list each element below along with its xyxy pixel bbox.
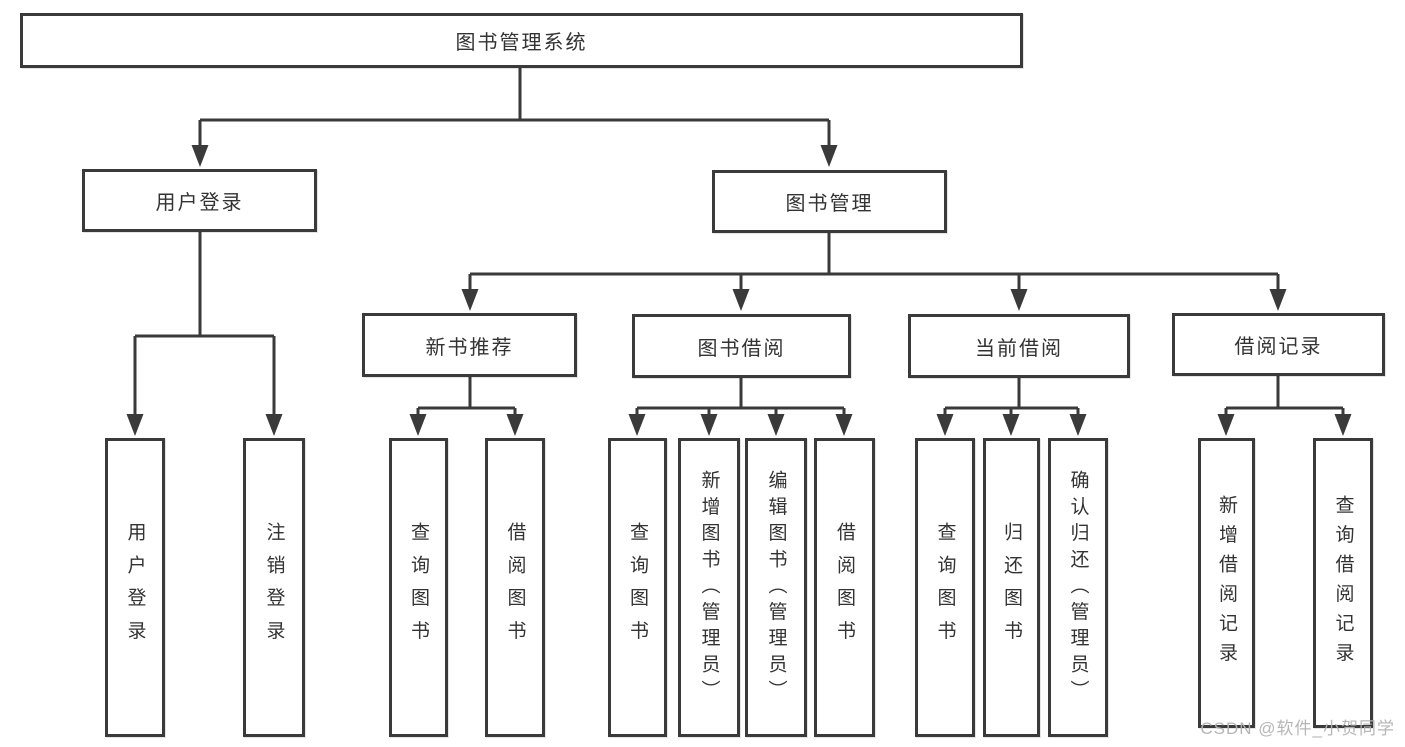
leaf-label: 查询图书 <box>934 522 956 653</box>
leaf-query-books-current: 查询图书 <box>915 438 975 737</box>
node-library-management-system: 图书管理系统 <box>20 13 1023 68</box>
node-current-borrowing: 当前借阅 <box>908 314 1130 378</box>
node-book-management: 图书管理 <box>712 170 947 233</box>
leaf-return-books: 归还图书 <box>983 438 1040 737</box>
leaf-label: 编辑图书（管理员） <box>765 469 787 706</box>
leaf-label: 新增借阅记录 <box>1216 494 1237 672</box>
leaf-label: 查询借阅记录 <box>1332 494 1354 672</box>
leaf-label: 借阅图书 <box>504 522 526 653</box>
leaf-label: 新增图书（管理员） <box>698 469 720 706</box>
leaf-query-books-borrowing: 查询图书 <box>608 438 667 737</box>
leaf-label: 用户登录 <box>124 522 146 653</box>
leaf-borrow-books-recommend: 借阅图书 <box>485 438 545 737</box>
node-new-book-recommendation: 新书推荐 <box>362 313 577 377</box>
leaf-confirm-return-admin: 确认归还（管理员） <box>1048 438 1108 737</box>
node-user-login: 用户登录 <box>82 169 317 232</box>
leaf-query-borrow-record: 查询借阅记录 <box>1313 438 1373 728</box>
leaf-edit-books-admin: 编辑图书（管理员） <box>745 438 807 737</box>
leaf-borrow-books-borrowing: 借阅图书 <box>814 438 875 737</box>
leaf-logout: 注销登录 <box>243 438 305 737</box>
leaf-label: 查询图书 <box>408 522 429 653</box>
leaf-query-books-recommend: 查询图书 <box>389 438 448 737</box>
node-book-borrowing: 图书借阅 <box>632 314 851 378</box>
leaf-label: 确认归还（管理员） <box>1067 469 1089 706</box>
leaf-label: 查询图书 <box>627 522 648 653</box>
leaf-add-books-admin: 新增图书（管理员） <box>678 438 740 737</box>
leaf-label: 归还图书 <box>1001 522 1022 653</box>
leaf-user-login: 用户登录 <box>105 438 165 737</box>
leaf-add-borrow-record: 新增借阅记录 <box>1198 438 1255 728</box>
leaf-label: 注销登录 <box>263 522 285 653</box>
leaf-label: 借阅图书 <box>834 522 855 653</box>
node-borrowing-records: 借阅记录 <box>1172 313 1385 376</box>
watermark: CSDN @软件_小贺同学 <box>1200 719 1395 738</box>
